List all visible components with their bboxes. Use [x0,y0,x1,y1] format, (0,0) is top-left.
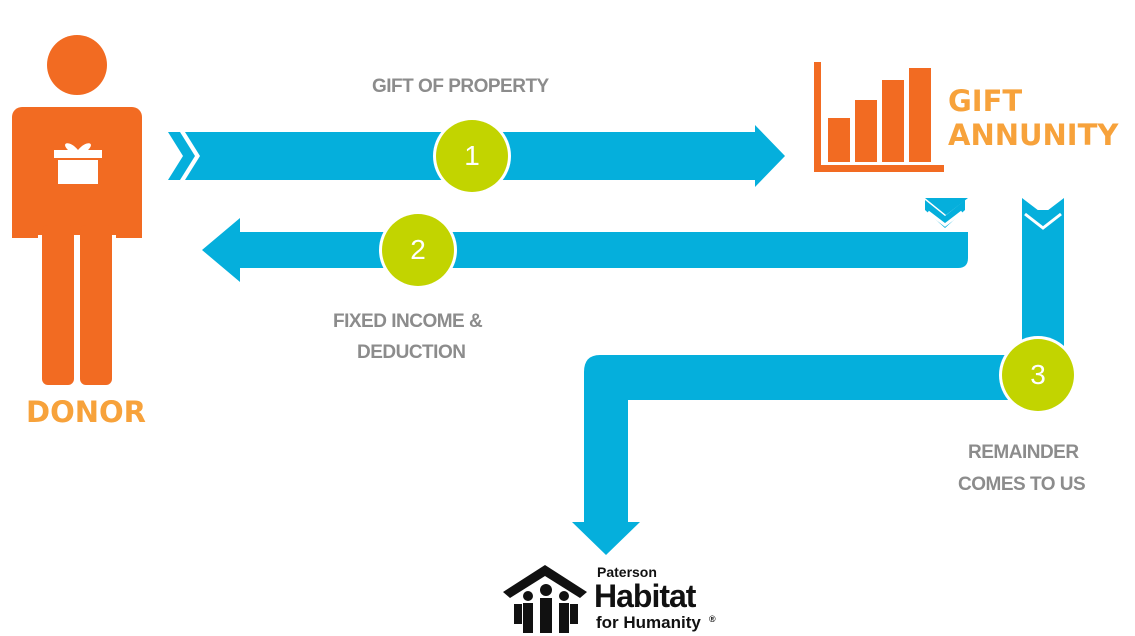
donor-figure-icon [12,35,142,385]
donor-label: DONOR [26,395,146,429]
step-2-label-line2: DEDUCTION [357,342,466,363]
step-2-label-line1: FIXED INCOME & [333,311,483,332]
step-3-circle [999,336,1077,414]
step-2-number: 2 [410,234,426,265]
step-2-circle [379,211,457,289]
bar-chart-icon [814,62,944,172]
logo-line1: Paterson [597,564,657,580]
annuity-label-line2: ANNUNITY [948,118,1119,152]
step-1-circle [433,117,511,195]
logo-registered-mark: ® [709,614,716,624]
arrow-fixed-income [202,198,968,282]
step-3-label-line1: REMAINDER [968,442,1079,463]
chevron-down-icon [925,200,965,228]
annuity-label-line1: GIFT [948,84,1023,118]
step-1-label: GIFT OF PROPERTY [372,76,549,97]
chevron-down-icon [1022,198,1064,230]
step-1-number: 1 [464,140,480,171]
logo-line2: Habitat [594,578,696,614]
step-3-number: 3 [1030,359,1046,390]
gift-box-icon [54,143,102,184]
logo-line3: for Humanity [596,613,701,632]
step-3-label-line2: COMES TO US [958,474,1086,495]
habitat-logo-icon [503,565,587,633]
